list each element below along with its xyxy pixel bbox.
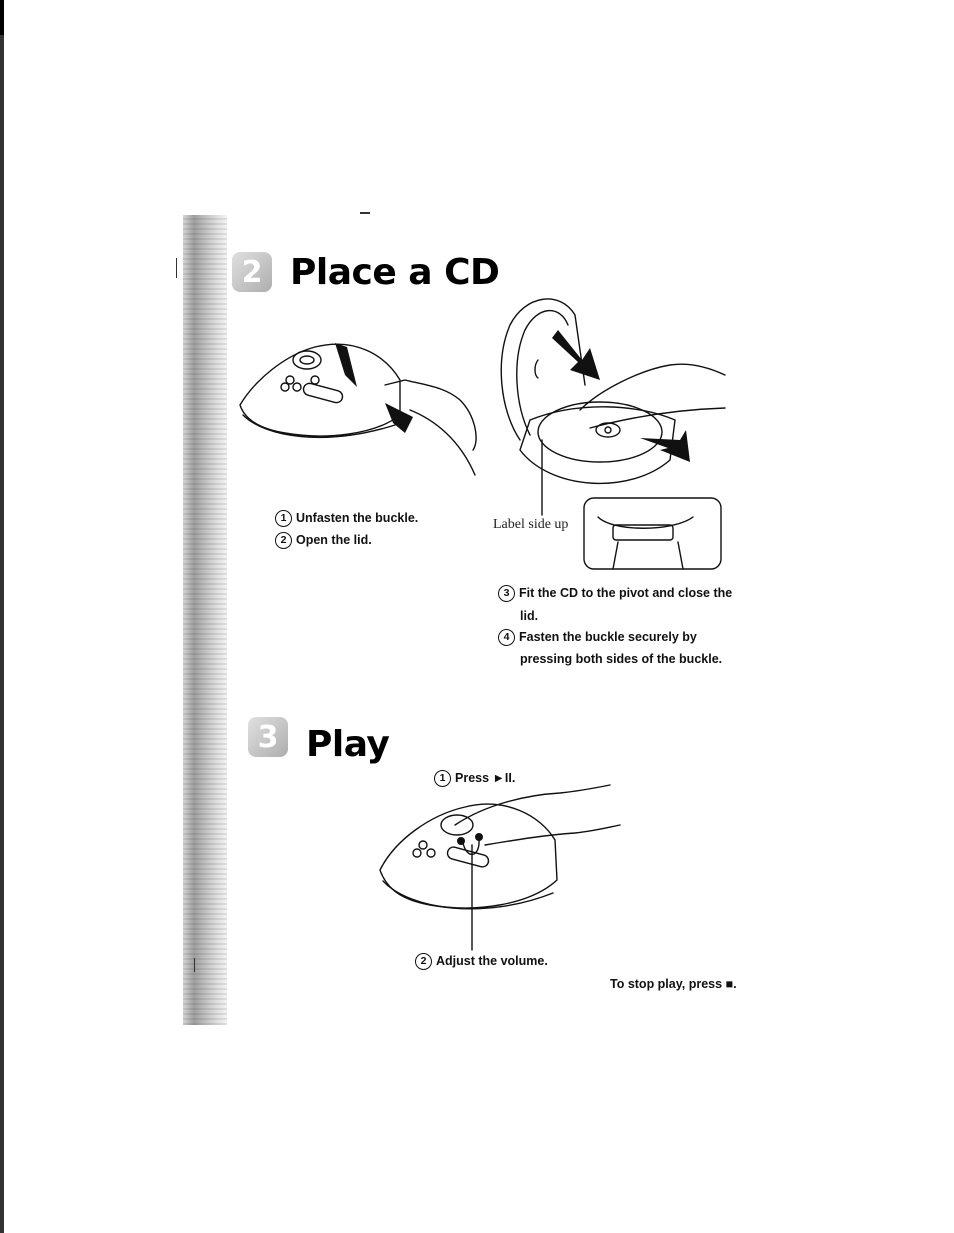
step-circle: 1 xyxy=(434,770,451,788)
scan-left-edge xyxy=(0,0,4,1233)
instruction-text: Press ►II. xyxy=(455,771,516,785)
illustration-insert-cd xyxy=(500,298,726,516)
scan-tick xyxy=(194,958,195,972)
section-title-play: Play xyxy=(306,724,390,765)
instruction-text: Open the lid. xyxy=(296,533,372,547)
step-circle: 2 xyxy=(415,953,432,971)
scan-tick xyxy=(176,258,177,278)
scan-left-edge-mark xyxy=(0,0,4,35)
instruction-step-2: 2 Open the lid. xyxy=(275,529,372,551)
scan-shadow-strip xyxy=(183,215,227,1025)
play-instruction-step-2: 2 Adjust the volume. xyxy=(415,950,548,972)
instruction-text: Fasten the buckle securely by xyxy=(519,630,697,644)
instruction-step-3-cont: lid. xyxy=(520,609,539,623)
step-number-badge: 3 xyxy=(248,717,288,757)
inset-buckle-detail xyxy=(583,497,722,570)
step-circle: 2 xyxy=(275,532,292,550)
instruction-text: Unfasten the buckle. xyxy=(296,511,419,525)
instruction-step-4: 4 Fasten the buckle securely by xyxy=(498,626,697,648)
label-side-up-callout: Label side up xyxy=(493,517,569,532)
stop-play-note: To stop play, press ■. xyxy=(610,977,737,991)
instruction-step-1: 1 Unfasten the buckle. xyxy=(275,507,418,529)
section-title-place-cd: Place a CD xyxy=(290,252,500,293)
instruction-text: Fit the CD to the pivot and close the xyxy=(519,586,733,600)
illustration-press-play xyxy=(379,784,621,951)
step-circle: 1 xyxy=(275,510,292,528)
step-circle: 3 xyxy=(498,585,515,603)
instruction-text: Adjust the volume. xyxy=(436,954,548,968)
play-instruction-step-1: 1 Press ►II. xyxy=(434,767,515,789)
step-circle: 4 xyxy=(498,629,515,647)
instruction-step-4-cont: pressing both sides of the buckle. xyxy=(520,652,723,666)
illustration-unfasten-buckle xyxy=(239,343,477,476)
step-number-badge: 2 xyxy=(232,252,272,292)
scan-speck xyxy=(360,212,370,214)
instruction-step-3: 3 Fit the CD to the pivot and close the xyxy=(498,582,732,604)
